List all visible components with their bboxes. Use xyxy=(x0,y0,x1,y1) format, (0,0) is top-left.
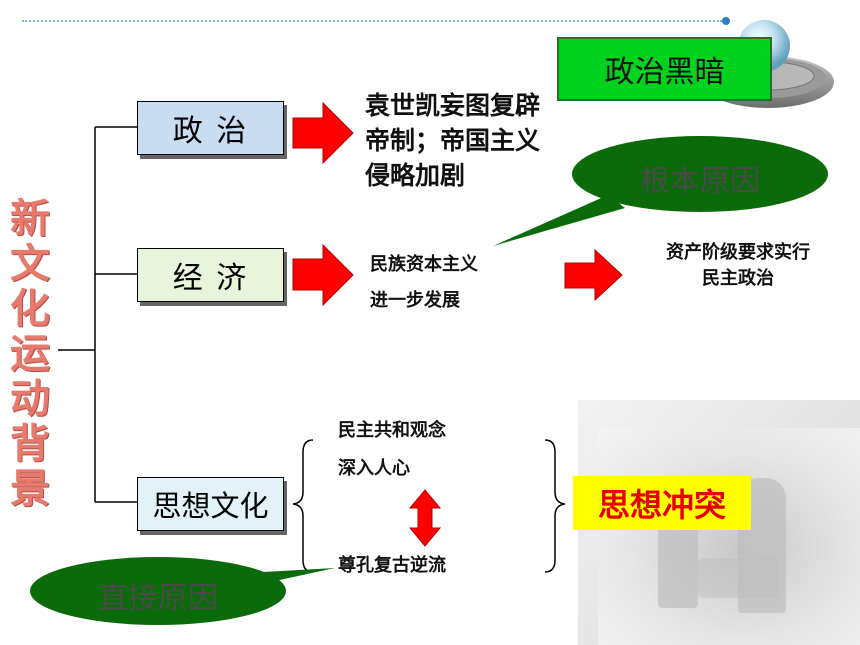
economy-detail: 民族资本主义 进一步发展 xyxy=(370,247,478,319)
photo-frame xyxy=(598,428,860,645)
economy-result: 资产阶级要求实行 民主政治 xyxy=(648,240,828,292)
photo-table xyxy=(698,558,778,598)
arrow-economy xyxy=(292,243,354,307)
culture-top-line: 深入人心 xyxy=(338,458,410,479)
politics-detail-line: 帝制；帝国主义 xyxy=(365,126,541,155)
header-dot xyxy=(722,17,730,25)
left-brace xyxy=(292,439,314,573)
category-culture: 思想文化 xyxy=(137,477,284,531)
economy-detail-line: 进一步发展 xyxy=(370,290,460,311)
culture-bottom: 尊孔复古逆流 xyxy=(338,555,446,576)
arrow-politics xyxy=(292,101,354,165)
conflict-double-arrow xyxy=(408,489,442,547)
callout-tail-root xyxy=(493,195,625,246)
callout-root-cause: 根本原因 xyxy=(640,164,760,199)
politics-detail-line: 袁世凯妄图复辟 xyxy=(365,91,541,120)
arrow-economy-result xyxy=(564,248,623,302)
category-economy: 经 济 xyxy=(137,248,284,302)
economy-result-line: 民主政治 xyxy=(702,268,774,289)
right-brace xyxy=(544,439,566,573)
politics-detail: 袁世凯妄图复辟 帝制；帝国主义 侵略加剧 xyxy=(365,88,580,193)
economy-result-line: 资产阶级要求实行 xyxy=(666,242,810,263)
ellipse-direct-cause xyxy=(30,557,286,625)
callout-direct-cause: 直接原因 xyxy=(98,581,218,616)
culture-top-line: 民主共和观念 xyxy=(338,420,446,441)
header-dotted-line xyxy=(22,20,722,22)
politics-detail-line: 侵略加剧 xyxy=(365,161,466,190)
culture-top: 民主共和观念 深入人心 xyxy=(338,412,446,488)
main-title: 新文化运动背景 xyxy=(10,195,50,512)
callout-political-dark: 政治黑暗 xyxy=(557,37,772,101)
callout-ideological-conflict: 思想冲突 xyxy=(573,476,751,530)
economy-detail-line: 民族资本主义 xyxy=(370,254,478,275)
category-politics: 政 治 xyxy=(137,101,284,155)
ellipse-root-cause xyxy=(572,136,828,212)
